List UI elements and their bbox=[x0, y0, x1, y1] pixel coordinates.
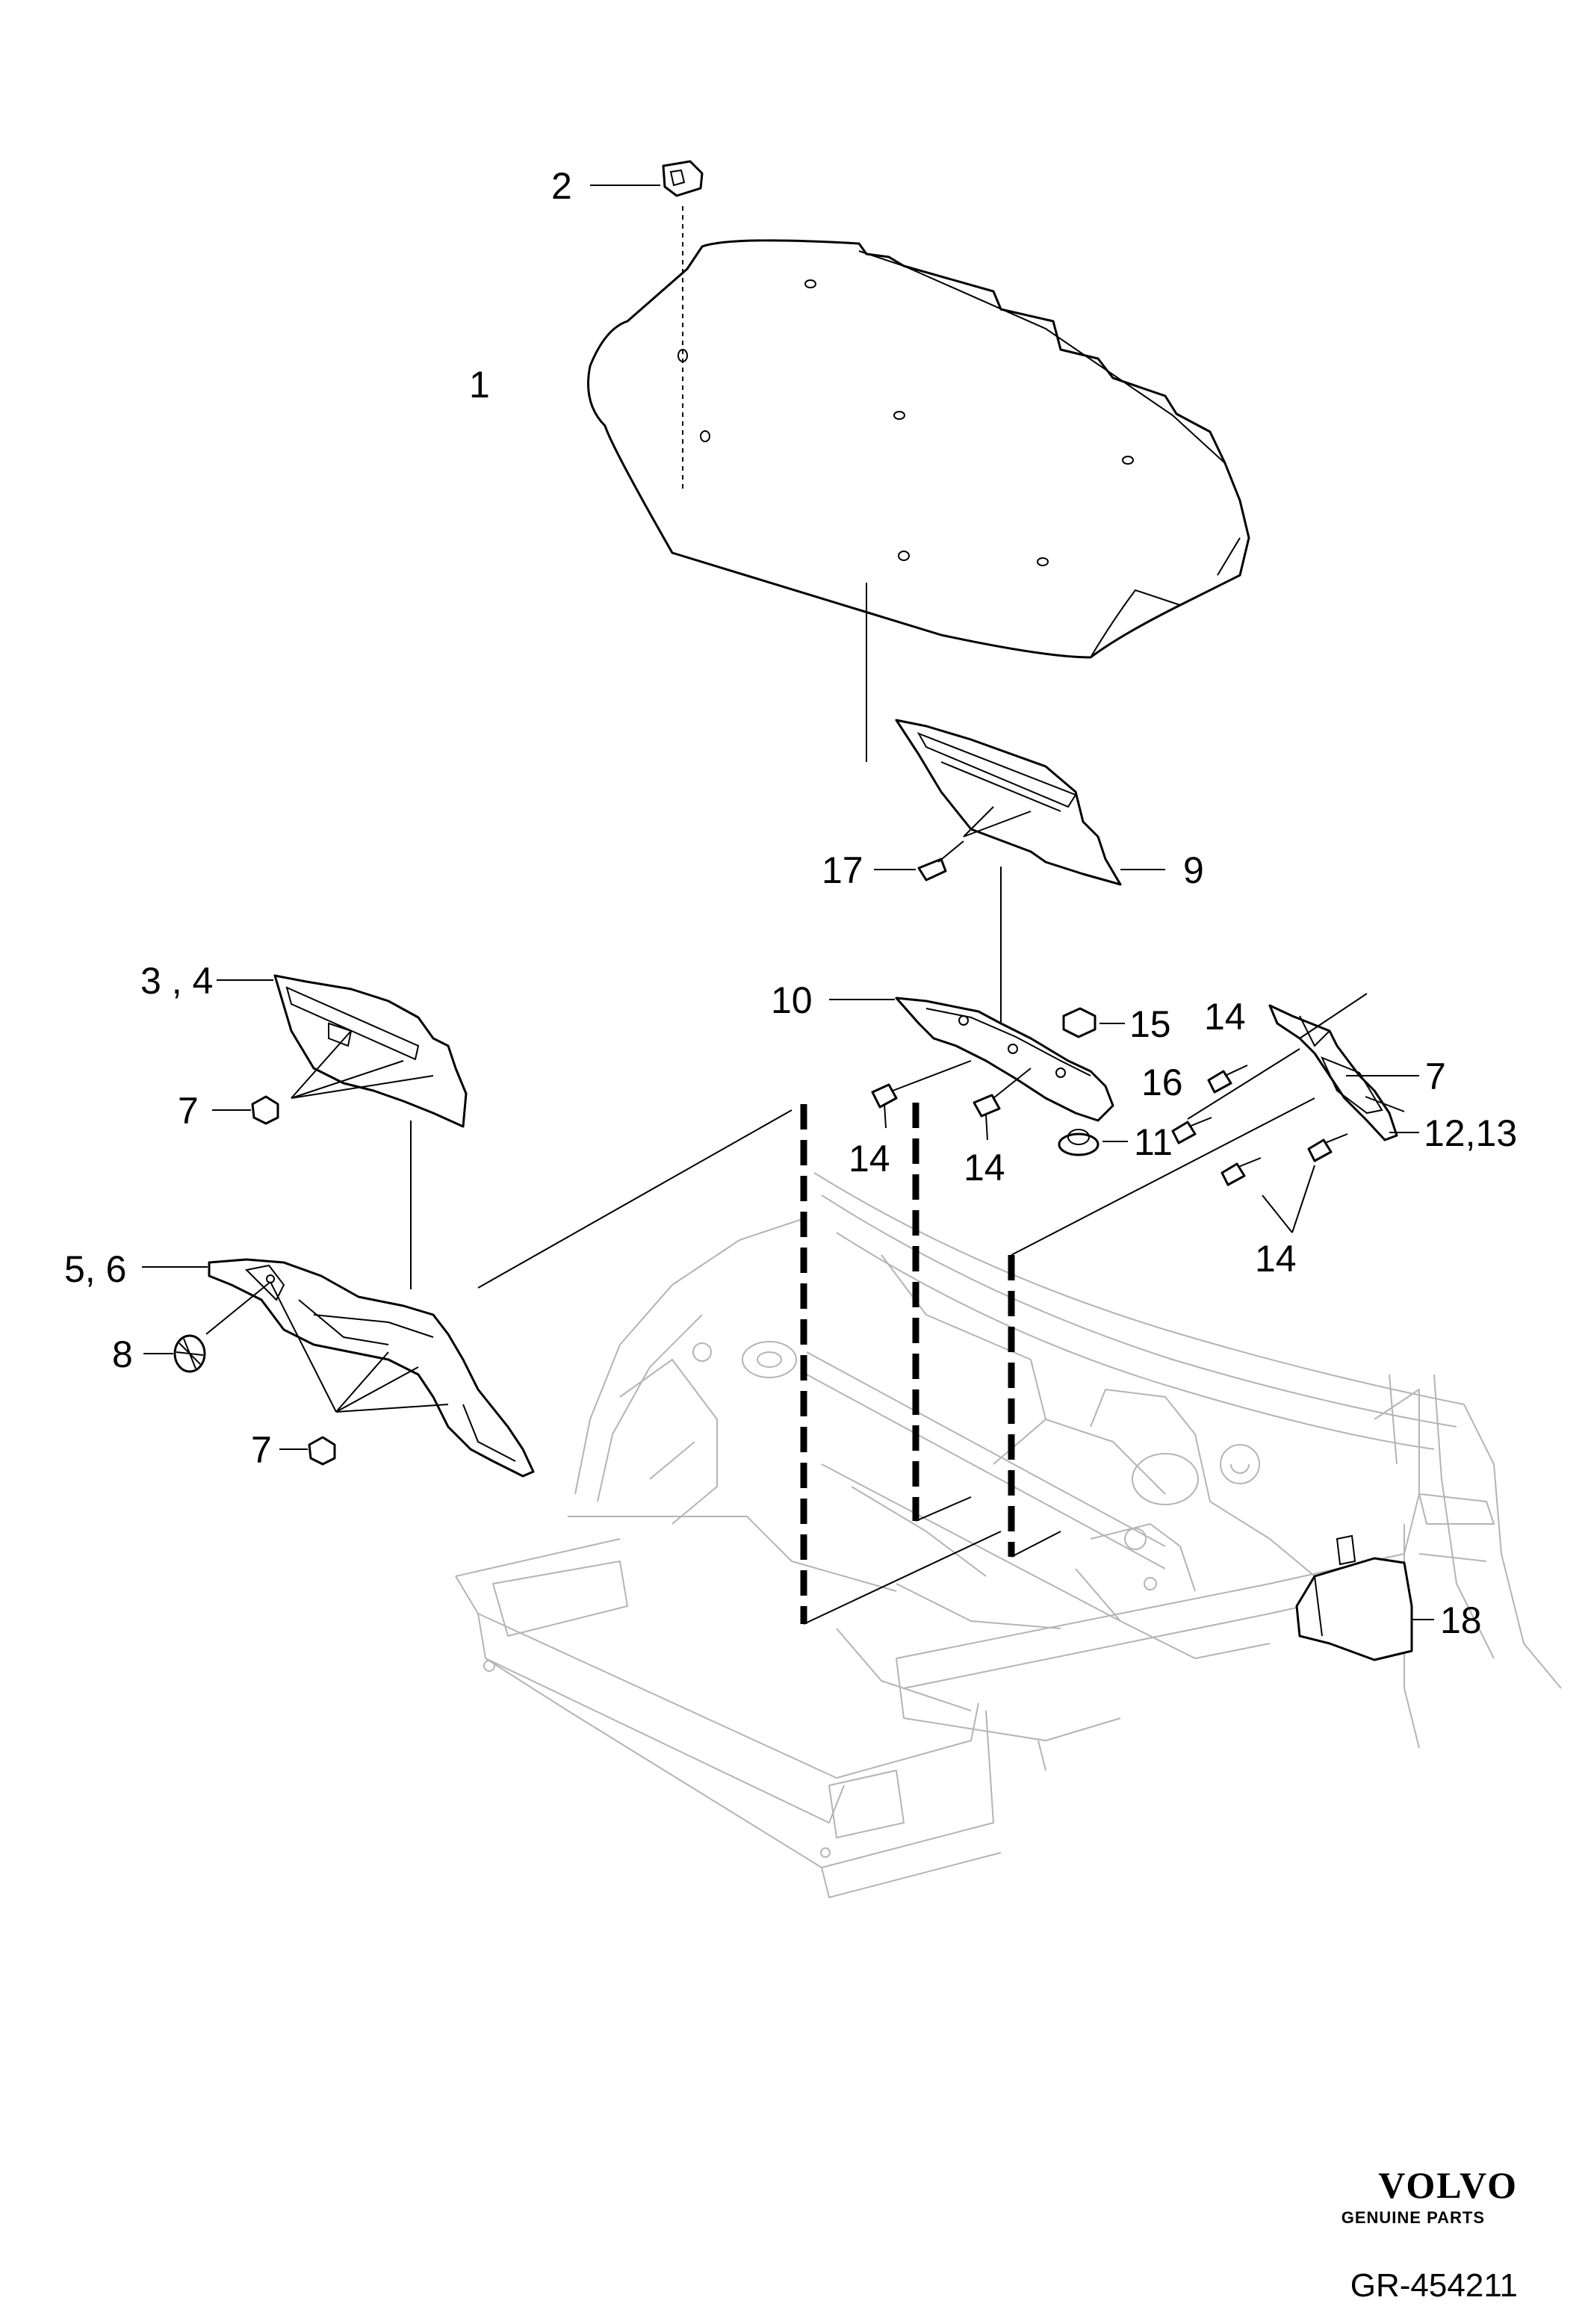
callout-14-c: 14 bbox=[1204, 996, 1246, 1038]
screw-14-c bbox=[1207, 1065, 1248, 1094]
reservoir-18 bbox=[1295, 1534, 1434, 1661]
callout-7-upper: 7 bbox=[178, 1090, 199, 1132]
screw-16 bbox=[1171, 1117, 1212, 1144]
cable-routing-lines bbox=[800, 1097, 1315, 1625]
hood-pad-clip bbox=[590, 160, 704, 197]
callout-7-lower: 7 bbox=[251, 1429, 272, 1471]
left-upper-panel bbox=[217, 974, 468, 1289]
screw-14-e bbox=[1221, 1157, 1262, 1186]
left-lower-panel bbox=[142, 1109, 793, 1478]
volvo-logo-text: VOLVO bbox=[1378, 2164, 1518, 2206]
callout-7-right: 7 bbox=[1425, 1056, 1446, 1097]
grommet-11 bbox=[1058, 1129, 1128, 1156]
hood-insulation-pad bbox=[587, 206, 1250, 659]
front-body-structure bbox=[455, 1172, 1562, 1898]
cowl-cover-panel bbox=[866, 583, 1165, 886]
callout-14-b: 14 bbox=[964, 1147, 1005, 1189]
nut-7-lower bbox=[279, 1436, 336, 1466]
callout-15: 15 bbox=[1129, 1003, 1171, 1045]
callout-1: 1 bbox=[469, 364, 490, 406]
right-hinge-bracket bbox=[1187, 993, 1419, 1141]
callout-8: 8 bbox=[112, 1333, 133, 1375]
callout-9: 9 bbox=[1183, 849, 1204, 891]
callout-14-d: 14 bbox=[1255, 1238, 1297, 1280]
callout-2: 2 bbox=[551, 165, 572, 207]
screw-14-d bbox=[1307, 1133, 1348, 1162]
callout-11: 11 bbox=[1134, 1121, 1173, 1163]
callout-10: 10 bbox=[771, 979, 813, 1021]
screw-14-a bbox=[871, 1083, 898, 1129]
footer: VOLVO GENUINE PARTS GR-454211 bbox=[1342, 2164, 1518, 2304]
callout-labels: 1 2 3 , 4 5, 6 7 7 7 8 9 10 11 12,13 14 … bbox=[64, 165, 1517, 1641]
nut-7-upper bbox=[212, 1095, 279, 1125]
callout-12-13: 12,13 bbox=[1424, 1112, 1517, 1154]
screw-17 bbox=[874, 840, 964, 881]
grommet-8 bbox=[143, 1334, 206, 1373]
callout-5-6: 5, 6 bbox=[64, 1248, 126, 1290]
callout-3-4: 3 , 4 bbox=[140, 960, 213, 1002]
callout-14-a: 14 bbox=[849, 1138, 890, 1180]
support-bracket bbox=[829, 867, 1114, 1122]
callout-17: 17 bbox=[822, 849, 863, 891]
screw-14-b bbox=[973, 1094, 1001, 1141]
callout-16: 16 bbox=[1141, 1062, 1183, 1103]
nut-15 bbox=[1062, 1007, 1125, 1038]
genuine-parts-text: GENUINE PARTS bbox=[1342, 2208, 1485, 2227]
callout-18: 18 bbox=[1440, 1599, 1482, 1641]
diagram-reference: GR-454211 bbox=[1350, 2267, 1518, 2304]
